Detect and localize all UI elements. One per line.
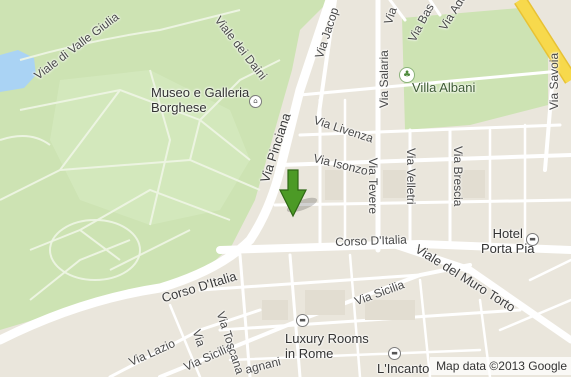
park-villa-albani — [402, 8, 548, 130]
street-label-via-salaria: Via Salaria — [377, 50, 391, 108]
museum-icon[interactable]: ⌂ — [249, 95, 262, 108]
hotel-icon[interactable]: ▬ — [388, 347, 401, 360]
street-label-via-tevere-text: Via Tevere — [366, 157, 380, 214]
street-label-via-tevere: Via Tevere — [366, 157, 380, 214]
street-label-via-savoia: Via Savoia — [547, 52, 561, 110]
map-attribution[interactable]: Map data ©2013 Google — [430, 357, 571, 375]
street-label-via-brescia: Via Brescia — [451, 146, 465, 207]
hotel-icon[interactable]: ▬ — [296, 314, 309, 327]
poi-villa-albani[interactable]: Villa Albani — [412, 80, 476, 95]
location-arrow-marker[interactable] — [279, 169, 319, 218]
poi-hotel-porta-pia[interactable]: Hotel Porta Pia — [481, 226, 535, 256]
poi-luxury-rooms-in-rome[interactable]: Luxury Rooms in Rome — [285, 331, 369, 361]
poi-museo-galleria-borghese[interactable]: Museo e Galleria Borghese — [151, 85, 250, 115]
street-label-corso-italia-top: Corso D'Italia — [334, 232, 408, 249]
street-label-via-velletri: Via Velletri — [404, 148, 418, 205]
water-lake — [0, 50, 36, 92]
park-tree-icon[interactable]: ♣ — [399, 67, 415, 83]
poi-lincanto[interactable]: L'Incanto — [377, 361, 430, 376]
hotel-icon[interactable]: ▬ — [526, 233, 539, 246]
